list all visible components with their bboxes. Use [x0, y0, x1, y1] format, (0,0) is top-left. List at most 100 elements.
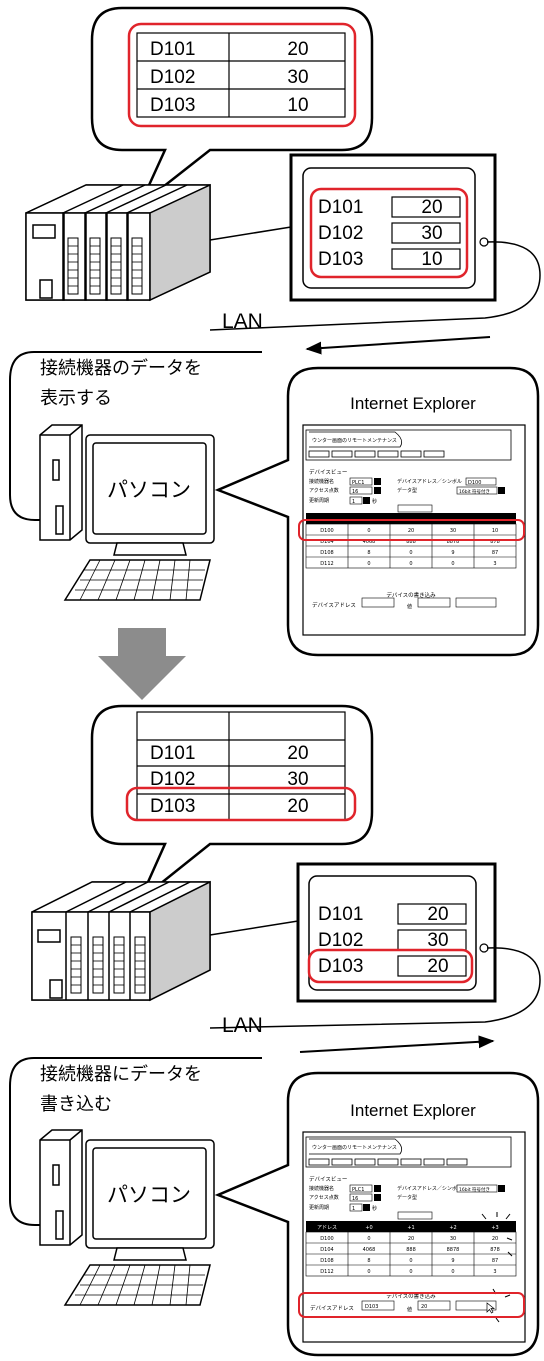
bottom-ie-title: Internet Explorer — [350, 1101, 476, 1120]
bottom-ie-write-addr-value: D103 — [365, 1304, 378, 1310]
top-gp-d101-label: D101 — [318, 197, 363, 218]
bottom-ie-write-title: デバイスの書き込み — [386, 1292, 436, 1300]
top-ie-screenshot: ウンター画面のリモートメンテナンス デバイスビュー 接続機器名 PLC1 アクセ… — [298, 424, 526, 636]
top-ie-cell: 20 — [408, 528, 414, 534]
top-ie-cell: 8 — [367, 550, 370, 556]
bottom-pc-caption-line2: 書き込む — [40, 1094, 112, 1114]
bottom-ie-cell: 0 — [367, 1269, 370, 1275]
bottom-gp-d101-label: D101 — [318, 904, 363, 925]
bottom-ie-data-type-value: 16bit 符号付き — [459, 1186, 490, 1193]
bottom-ie-cell: 8 — [367, 1258, 370, 1264]
top-data-flow-arrow — [305, 336, 491, 355]
write-submit-button[interactable] — [455, 1300, 497, 1311]
bottom-bubble-table: D101 20 D102 30 D103 20 — [125, 711, 357, 822]
bottom-ie-update-cycle: 更新周期 — [309, 1204, 329, 1211]
bottom-ie-update-value: 1 — [352, 1206, 355, 1212]
bottom-ie-access-value: 16 — [352, 1196, 358, 1202]
highlight-frame — [298, 519, 525, 541]
top-ie-cell: 9 — [451, 550, 454, 556]
bottom-ie-update-unit: 秒 — [372, 1205, 377, 1212]
top-ie-update-value: 1 — [352, 499, 355, 505]
top-ie-cell: D108 — [320, 550, 333, 556]
bottom-ie-addr-symbol: デバイスアドレス／シンボル — [397, 1185, 462, 1192]
bottom-ie-access-count: アクセス点数 — [309, 1194, 339, 1201]
top-ie-write-value-label: 値 — [407, 603, 412, 610]
top-ie-cell: 10 — [492, 528, 498, 534]
bottom-ie-conn-name: 接続機器名 — [309, 1185, 334, 1192]
bottom-pc-caption-line1: 接続機器にデータを — [40, 1064, 202, 1084]
bottom-ie-col-header: +1 — [407, 1225, 414, 1231]
top-gp-d103-label: D103 — [318, 249, 363, 270]
bottom-ie-col-header: +0 — [365, 1225, 372, 1231]
top-ie-data-type-value: 16bit 符号付き — [459, 488, 490, 495]
bottom-ie-cell: 0 — [367, 1236, 370, 1242]
top-ie-header: ウンター画面のリモートメンテナンス — [312, 437, 397, 444]
highlight-frame — [307, 948, 474, 984]
bottom-ie-conn-value: PLC1 — [352, 1187, 364, 1193]
bottom-ie-col-header: +2 — [449, 1225, 456, 1231]
bottom-bubble-d102-label: D102 — [150, 769, 195, 790]
top-ie-cell: 0 — [367, 528, 370, 534]
bottom-bubble-d101-value: 20 — [287, 743, 308, 764]
top-ie-addr-value: D100 — [468, 480, 481, 486]
bottom-gp-d102-value: 30 — [427, 930, 448, 951]
bottom-ie-write-addr: デバイスアドレス — [310, 1304, 354, 1312]
mouse-cursor-icon — [486, 1302, 496, 1314]
top-bubble-d103-label: D103 — [150, 95, 195, 116]
bottom-ie-col-header: +3 — [491, 1225, 498, 1231]
bottom-ie-write-value-label: 値 — [407, 1306, 412, 1313]
bottom-ie-cell: 0 — [409, 1258, 412, 1264]
top-ie-write-title: デバイスの書き込み — [386, 591, 436, 599]
top-ie-cell: 878 — [490, 539, 500, 545]
bottom-pc-icon: パソコン — [39, 1129, 215, 1306]
bottom-ie-cell: D100 — [320, 1236, 333, 1242]
bottom-lan-cable — [209, 947, 541, 1029]
highlight-frame — [309, 187, 469, 279]
top-bubble-d101-value: 20 — [287, 39, 308, 60]
top-ie-cell: 888 — [406, 539, 416, 545]
bottom-gp-d103-value: 20 — [427, 956, 448, 977]
bottom-ie-cell: 4068 — [363, 1247, 376, 1253]
top-bubble-d102-label: D102 — [150, 67, 195, 88]
top-ie-cell: 30 — [450, 528, 456, 534]
top-ie-addr-symbol: デバイスアドレス／シンボル — [397, 478, 462, 485]
highlight-frame — [125, 786, 357, 822]
highlight-frame — [298, 1292, 525, 1318]
top-ie-cell: D104 — [320, 539, 333, 545]
top-ie-cell: 8878 — [447, 539, 460, 545]
top-ie-cell: 4068 — [363, 539, 376, 545]
top-ie-title: Internet Explorer — [350, 394, 476, 413]
top-pc-caption-bubble: 接続機器のデータを 表示する — [9, 351, 262, 521]
top-ie-conn-value: PLC1 — [352, 480, 364, 486]
top-ie-access-value: 16 — [352, 489, 358, 495]
top-bubble-d101-label: D101 — [150, 39, 195, 60]
top-ie-device-view: デバイスビュー — [309, 468, 347, 476]
bottom-pc-screen-label: パソコン — [107, 1184, 191, 1207]
bottom-bubble-d101-label: D101 — [150, 743, 195, 764]
bottom-ie-cell: 0 — [451, 1269, 454, 1275]
bottom-ie-cell: D108 — [320, 1258, 333, 1264]
bottom-ie-cell: 878 — [490, 1247, 500, 1253]
top-ie-cell: 3 — [493, 561, 496, 567]
bottom-ie-cell: 3 — [493, 1269, 496, 1275]
bottom-ie-cell: 888 — [406, 1247, 416, 1253]
bottom-ie-cell: 0 — [409, 1269, 412, 1275]
top-ie-write-addr: デバイスアドレス — [312, 601, 356, 609]
bottom-ie-cell: 20 — [408, 1236, 414, 1242]
top-pc-caption-line1: 接続機器のデータを — [40, 358, 202, 378]
bottom-gp-display: D101 20 D102 30 D103 20 — [296, 862, 497, 1003]
top-pc-screen-label: パソコン — [107, 479, 191, 502]
bottom-ie-col-header: アドレス — [317, 1225, 337, 1231]
top-gp-d103-value: 10 — [421, 249, 442, 270]
top-gp-d102-value: 30 — [421, 223, 442, 244]
top-pc-caption-line2: 表示する — [40, 388, 112, 408]
top-ie-cell: 0 — [367, 561, 370, 567]
top-bubble-d103-value: 10 — [287, 95, 308, 116]
top-ie-update-unit: 秒 — [372, 498, 377, 505]
bottom-data-flow-arrow — [299, 1035, 495, 1053]
top-ie-update-cycle: 更新周期 — [309, 497, 329, 504]
top-gp-d101-value: 20 — [421, 197, 442, 218]
top-pc-icon: パソコン — [39, 424, 215, 601]
highlight-frame — [127, 22, 357, 128]
